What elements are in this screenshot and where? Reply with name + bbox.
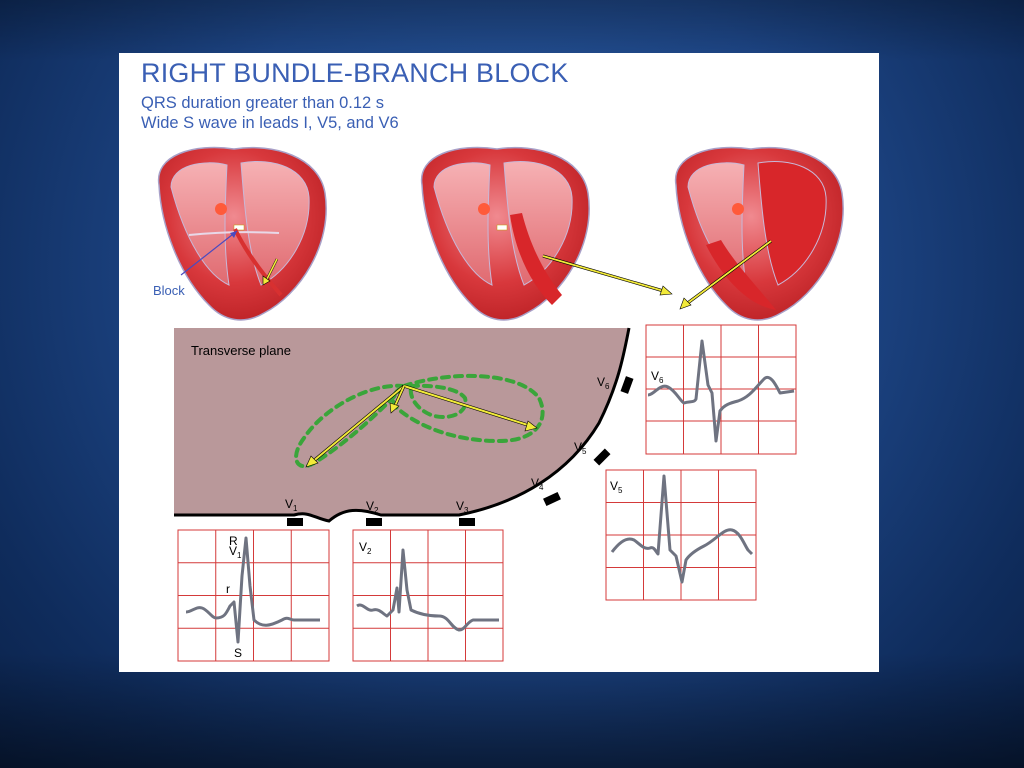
electrode-pads: [287, 376, 634, 526]
ecg-trace-v1: [185, 536, 320, 644]
ecg-small-r-label: r: [226, 582, 230, 596]
slide-title: RIGHT BUNDLE-BRANCH BLOCK: [141, 58, 569, 88]
heart-illustration-block: [157, 146, 327, 321]
ecg-trace-v5: [610, 474, 754, 584]
ecg-v1-labels: V1 R r S: [226, 534, 242, 660]
block-label: Block: [153, 283, 185, 298]
ecg-grid-v1: [177, 529, 330, 662]
transverse-plane-area: [174, 328, 629, 521]
block-pointer-line: [180, 230, 238, 276]
chest-wall-outline: [174, 327, 631, 523]
subtitle-qrs-duration: QRS duration greater than 0.12 s: [141, 94, 385, 112]
electrode-v3-label: V3: [456, 499, 469, 515]
electrode-v2-label: V2: [366, 499, 379, 515]
ecg-v5-lead-label: V5: [610, 479, 623, 495]
diagram-canvas: Block Transve: [153, 146, 844, 662]
subtitle-wide-s-wave: Wide S wave in leads I, V5, and V6: [141, 114, 399, 132]
ecg-grid-v6: [645, 324, 797, 455]
ecg-grid-v2: [352, 529, 504, 662]
block-pointer-arrowhead: [230, 231, 237, 238]
ecg-v2-lead-label: V2: [359, 540, 372, 556]
heart-illustration-septal: [420, 146, 590, 321]
slide-content: RIGHT BUNDLE-BRANCH BLOCK QRS duration g…: [119, 53, 879, 672]
heart-to-v6-arrows: [542, 239, 772, 310]
ecg-trace-v2: [356, 548, 499, 632]
ecg-r-wave-label: R: [229, 534, 238, 548]
ecg-trace-v6: [647, 339, 795, 443]
electrode-labels: V1 V2 V3 V4 V5 V6: [285, 375, 610, 515]
heart-illustration-late: [674, 146, 844, 321]
qrs-vector-arrows: [305, 384, 538, 468]
transverse-plane-label: Transverse plane: [191, 343, 291, 358]
electrode-v1-label: V1: [285, 497, 298, 513]
electrode-v4-label: V4: [531, 476, 544, 492]
ecg-v1-lead-label: V1: [229, 544, 242, 560]
ecg-v6-lead-label: V6: [651, 369, 664, 385]
electrode-v6-label: V6: [597, 375, 610, 391]
ecg-s-wave-label: S: [234, 646, 242, 660]
electrode-v5-label: V5: [574, 440, 587, 456]
